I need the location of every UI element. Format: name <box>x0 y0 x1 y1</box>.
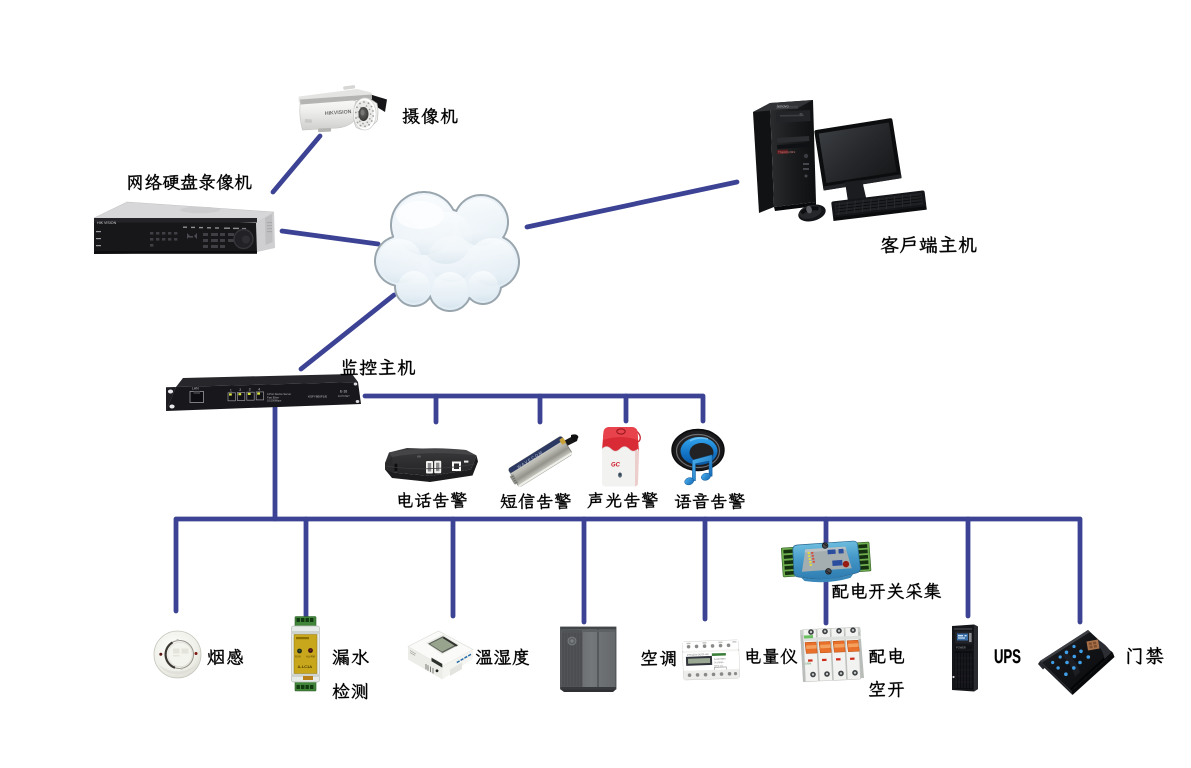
svg-text:3x1.5(6)A: 3x1.5(6)A <box>714 661 724 664</box>
svg-text:HIK VISION: HIK VISION <box>97 221 117 225</box>
svg-text:DTS1234-DDSF-4W: DTS1234-DDSF-4W <box>687 653 710 657</box>
svg-text:POWER: POWER <box>956 645 966 649</box>
svg-text:E-16: E-16 <box>340 390 347 394</box>
svg-text:RUN: RUN <box>295 655 301 659</box>
svg-text:ECHONET: ECHONET <box>338 395 350 398</box>
svg-text:GC: GC <box>611 463 621 469</box>
svg-text:ThinkCentre: ThinkCentre <box>778 150 796 155</box>
svg-text:10/100Mbps: 10/100Mbps <box>267 399 282 403</box>
svg-text:A-LC1A: A-LC1A <box>298 664 313 669</box>
svg-text:ALARM: ALARM <box>306 655 315 659</box>
svg-text:50Hz cl.1: 50Hz cl.1 <box>714 665 724 667</box>
svg-text:3: 3 <box>249 388 251 392</box>
svg-text:HIKVISION: HIKVISION <box>325 109 352 117</box>
svg-text:KSFY800F1/E: KSFY800F1/E <box>308 395 327 399</box>
svg-text:2: 2 <box>239 388 241 392</box>
svg-text:3x220/380V: 3x220/380V <box>714 658 726 660</box>
svg-text:lenovo: lenovo <box>777 103 790 108</box>
svg-text:1: 1 <box>230 388 232 392</box>
svg-text:4: 4 <box>258 387 260 391</box>
svg-text:Fast Ether: Fast Ether <box>267 395 279 399</box>
svg-text:4-Port Device Server: 4-Port Device Server <box>267 392 291 396</box>
svg-text:C65N: C65N <box>805 662 812 665</box>
svg-text:LAN: LAN <box>192 387 199 391</box>
